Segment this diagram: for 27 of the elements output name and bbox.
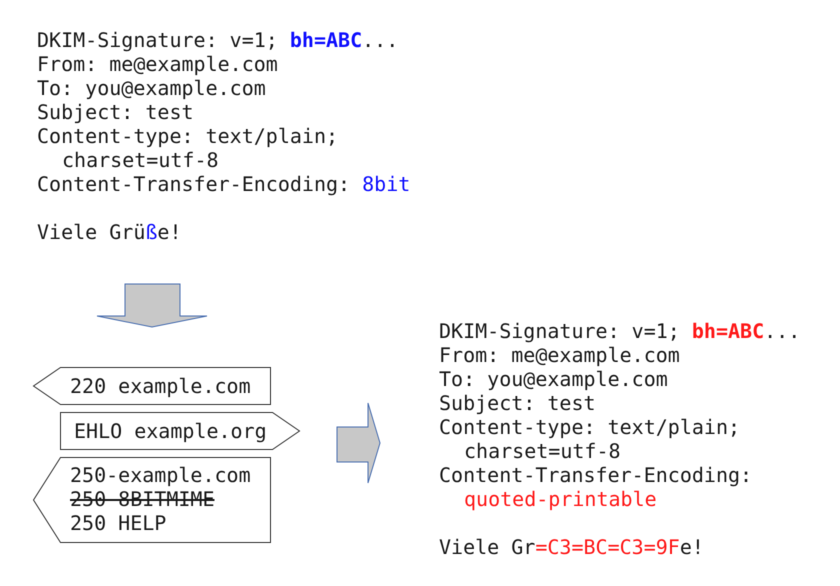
email-text-line: Content-type: text/plain; [37,124,338,148]
email-text-line: Content-Transfer-Encoding: 8bit [37,172,410,196]
email-text-line: Content-type: text/plain; [439,415,740,439]
email-text-line: DKIM-Signature: v=1; bh=ABC... [37,28,398,52]
block-arrow [96,284,208,328]
block-arrow [336,402,381,484]
email-text-line: quoted-printable [463,487,657,511]
email-text-line: Subject: test [439,391,596,415]
email-text-line: Viele Gr=C3=BC=C3=9Fe! [439,535,704,559]
smtp-command-text: 250 8BITMIME [70,487,214,511]
right-pointing-message-box [60,412,300,450]
smtp-command-text: 250-example.com [70,463,251,487]
email-text-line: To: you@example.com [439,367,668,391]
email-text-line: Viele Grüße! [37,220,182,244]
email-text-line: From: me@example.com [439,343,680,367]
left-pointing-message-box [33,457,271,543]
email-text-line: From: me@example.com [37,52,278,76]
smtp-command-text: EHLO example.org [74,419,267,443]
left-pointing-message-box [33,367,271,405]
smtp-command-text: 220 example.com [70,374,251,398]
email-text-line: To: you@example.com [37,76,266,100]
email-text-line: Subject: test [37,100,194,124]
email-text-line: Content-Transfer-Encoding: [439,463,752,487]
email-text-line: DKIM-Signature: v=1; bh=ABC... [439,319,800,343]
smtp-command-text: 250 HELP [70,511,166,535]
email-text-line: charset=utf-8 [61,148,219,172]
email-text-line: charset=utf-8 [463,439,621,463]
